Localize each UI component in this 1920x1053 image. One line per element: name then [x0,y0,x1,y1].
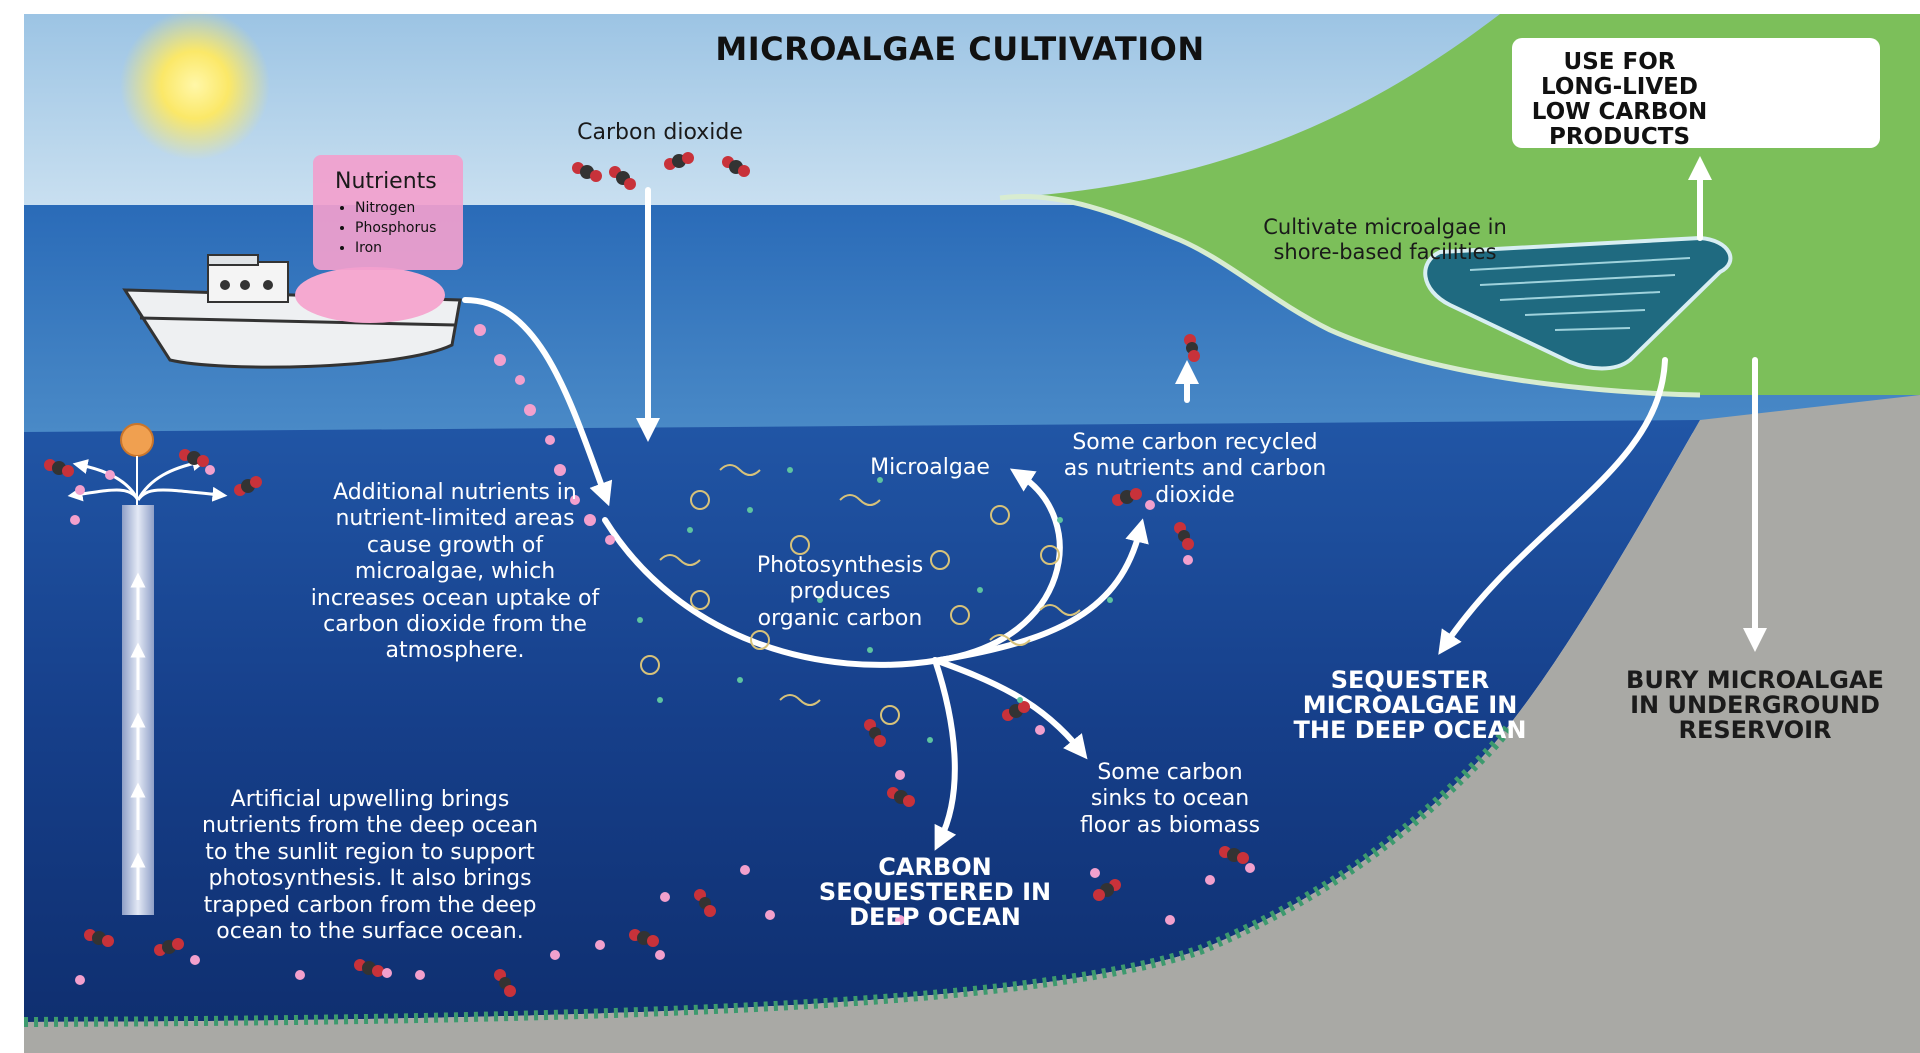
sequestered-line-1: CARBON [878,853,992,881]
photosynthesis-label: Photosynthesis produces organic carbon [735,553,945,632]
deep-ocean [24,420,1700,1022]
products-line-2: LONG-LIVED [1541,74,1698,100]
nutrient-item-nitrogen: Nitrogen [355,198,463,218]
sequester-line-3: THE DEEP OCEAN [1293,716,1527,745]
carbon-sequestered-caption: CARBON SEQUESTERED IN DEEP OCEAN [815,853,1055,932]
sequestered-line-2: SEQUESTERED IN [818,878,1052,907]
sink-biomass-arrow [932,657,1088,760]
co2-molecules [44,152,1249,997]
upwelling-line-2: nutrients from the deep ocean [201,813,539,839]
upwelling-line-1: Artificial upwelling brings [230,787,510,812]
sinks-line-3: floor as biomass [1079,812,1261,838]
recycled-line-2: as nutrients and carbon [1063,456,1327,482]
additional-line-7: atmosphere. [385,638,525,664]
nutrient-delivery-arrow [462,297,613,507]
products-line-1: USE FOR [1563,49,1676,75]
photosynthesis-line-3: organic carbon [757,605,923,631]
additional-line-5: increases ocean uptake of [310,585,600,611]
upwelling-label: Artificial upwelling brings nutrients fr… [195,787,545,945]
recycled-line-3: dioxide [1155,482,1235,508]
microalgae-cluster [637,464,1113,743]
sink-to-deep-arrow [932,657,958,851]
to-deep-ocean-arrow [1438,357,1668,655]
upwelling-line-3: to the sunlit region to support [205,839,535,865]
bury-line-2: IN UNDERGROUND [1630,691,1880,720]
recycled-label: Some carbon recycled as nutrients and ca… [1055,430,1335,509]
cultivate-line-2: shore-based facilities [1273,240,1497,265]
sinks-line-2: sinks to ocean [1090,786,1250,812]
additional-nutrients-label: Additional nutrients in nutrient-limited… [305,480,605,665]
products-box: USE FOR LONG-LIVED LOW CARBON PRODUCTS [1512,38,1880,150]
products-line-3: LOW CARBON [1531,99,1708,125]
nutrients-list: Nitrogen Phosphorus Iron [313,198,463,258]
nutrients-box: Nutrients Nitrogen Phosphorus Iron [313,155,463,270]
additional-line-3: cause growth of [366,532,544,558]
photosynthesis-line-2: produces [789,579,891,605]
photosynthesis-line-1: Photosynthesis [756,553,924,578]
upwelling-line-4: photosynthesis. It also brings [208,866,532,892]
cultivate-line-1: Cultivate microalgae in [1263,215,1507,239]
sinks-line-1: Some carbon [1097,760,1243,785]
bury-line-1: BURY MICROALGAE [1626,666,1884,694]
additional-line-1: Additional nutrients in [333,480,577,505]
sun-icon [120,10,270,160]
nutrient-item-phosphorus: Phosphorus [355,218,463,238]
flow-arrows [462,156,1767,851]
bury-reservoir-caption: BURY MICROALGAE IN UNDERGROUND RESERVOIR [1610,666,1900,745]
recycled-line-1: Some carbon recycled [1072,430,1318,455]
nutrient-item-iron: Iron [355,238,463,258]
products-line-4: PRODUCTS [1548,124,1691,150]
upwelling-line-6: ocean to the surface ocean. [216,918,524,944]
bury-line-3: RESERVOIR [1678,716,1832,745]
nutrient-particles [70,324,1255,985]
sequester-line-2: MICROALGAE IN [1302,691,1518,720]
products-text: USE FOR LONG-LIVED LOW CARBON PRODUCTS [1512,50,1727,150]
sequester-line-1: SEQUESTER [1330,666,1490,694]
recycle-arrow [937,518,1149,663]
sinks-label: Some carbon sinks to ocean floor as biom… [1060,760,1280,839]
carbon-dioxide-label: Carbon dioxide [577,120,743,145]
additional-line-4: microalgae, which [354,559,556,585]
sequestered-line-3: DEEP OCEAN [849,903,1021,932]
nutrients-heading: Nutrients [335,169,437,194]
seafloor-sediment [23,722,1515,1027]
additional-line-2: nutrient-limited areas [335,506,575,532]
raceway-ponds [1423,235,1733,371]
shoreline-surf [999,193,1701,398]
cultivate-shore-label: Cultivate microalgae in shore-based faci… [1235,215,1535,265]
additional-line-6: carbon dioxide from the [323,611,587,637]
microalgae-label: Microalgae [870,455,990,480]
sequester-deep-caption: SEQUESTER MICROALGAE IN THE DEEP OCEAN [1280,666,1540,745]
diagram-title: MICROALGAE CULTIVATION [715,30,1205,68]
boat-icon [122,254,462,369]
seabed-rock [24,395,1920,1053]
upwelling-line-5: trapped carbon from the deep [203,892,537,918]
